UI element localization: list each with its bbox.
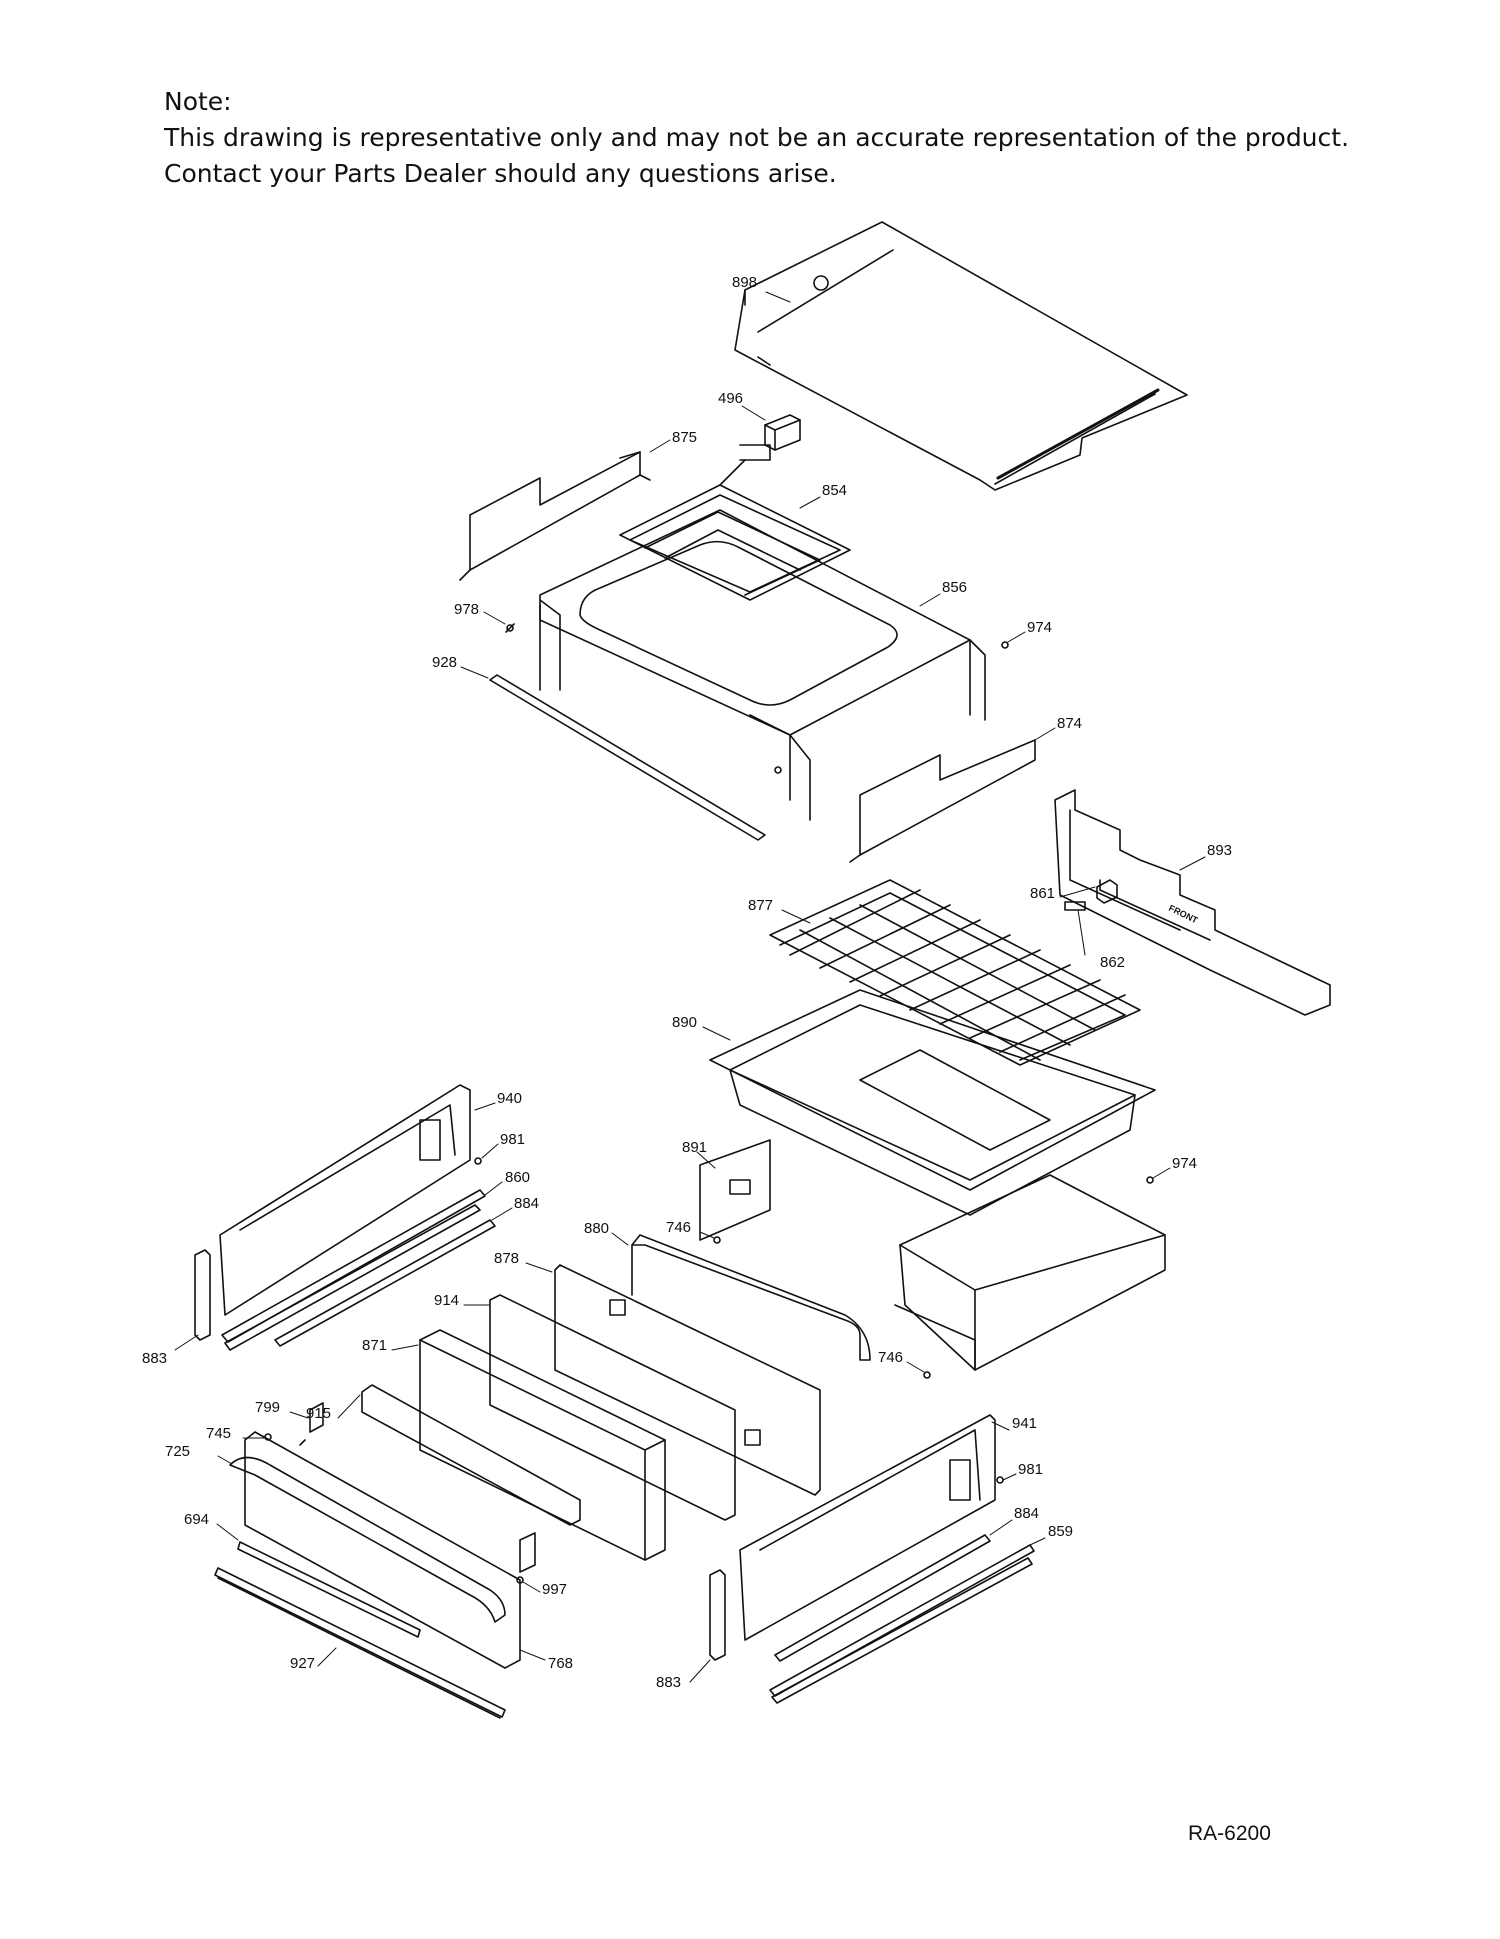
part-label-890: 890	[672, 1014, 697, 1031]
part-label-883-right: 883	[656, 1674, 681, 1691]
part-label-878: 878	[494, 1250, 519, 1267]
screw-746b-drawing	[923, 1371, 931, 1379]
right-side-panel-drawing	[739, 1414, 996, 1641]
part-label-871: 871	[362, 1337, 387, 1354]
part-label-875: 875	[672, 429, 697, 446]
disclaimer-note: Note: This drawing is representative onl…	[164, 84, 1414, 192]
part-label-746-right: 746	[878, 1349, 903, 1366]
part-label-746-top: 746	[666, 1219, 691, 1236]
screw-981b-drawing	[996, 1476, 1004, 1484]
rear-panel-drawing	[1054, 789, 1331, 1016]
part-label-915: 915	[306, 1405, 331, 1422]
part-label-874: 874	[1057, 715, 1082, 732]
part-label-859: 859	[1048, 1523, 1073, 1540]
insulation-panel-drawing	[489, 1294, 736, 1521]
part-label-860: 860	[505, 1169, 530, 1186]
drawer-front-drawing	[229, 1431, 521, 1669]
part-label-940: 940	[497, 1090, 522, 1107]
terminal-block-drawing	[739, 414, 801, 461]
hinge-bracket-drawing	[299, 1402, 324, 1446]
screw-978b-drawing	[774, 766, 782, 774]
screw-974a-drawing	[1001, 641, 1009, 649]
part-label-883-left: 883	[142, 1350, 167, 1367]
part-labels: 898 496 875 854 856 978 974 928 874 893 …	[142, 274, 1232, 1691]
drawer-bracket-drawing	[699, 1139, 771, 1241]
left-trim-drawing	[459, 451, 651, 581]
part-label-694: 694	[184, 1511, 209, 1528]
part-label-880: 880	[584, 1220, 609, 1237]
top-panel-drawing	[734, 221, 1188, 491]
screw-978-drawing	[505, 623, 515, 633]
part-label-877: 877	[748, 897, 773, 914]
broiler-pan-drawing	[709, 989, 1156, 1216]
drawer-liner-drawing	[894, 1174, 1166, 1371]
cavity-top-drawing	[539, 509, 986, 821]
part-label-898: 898	[732, 274, 757, 291]
right-rail-drawing	[774, 1534, 991, 1662]
part-label-981-top: 981	[500, 1131, 525, 1148]
right-slide-drawing	[769, 1544, 1035, 1704]
part-label-974-mid: 974	[1172, 1155, 1197, 1172]
part-label-856: 856	[942, 579, 967, 596]
part-label-799: 799	[255, 1399, 280, 1416]
drawer-back-bracket-drawing	[631, 1234, 871, 1361]
part-label-768: 768	[548, 1655, 573, 1672]
insulation-block-drawing	[419, 1329, 666, 1561]
part-label-884-left: 884	[514, 1195, 539, 1212]
left-side-panel-drawing	[219, 1084, 471, 1316]
screw-981a-drawing	[474, 1157, 482, 1165]
leader-lines	[174, 291, 1206, 1683]
note-line-2: Contact your Parts Dealer should any que…	[164, 159, 837, 188]
drawer-glide-drawing	[237, 1541, 421, 1638]
part-label-941: 941	[1012, 1415, 1037, 1432]
left-end-cap-drawing	[194, 1249, 211, 1341]
note-line-1: This drawing is representative only and …	[164, 123, 1350, 152]
part-label-893: 893	[1207, 842, 1232, 859]
part-label-862: 862	[1100, 954, 1125, 971]
part-label-981-bottom: 981	[1018, 1461, 1043, 1478]
screw-746a-drawing	[713, 1236, 721, 1244]
part-label-928: 928	[432, 654, 457, 671]
part-label-974-top: 974	[1027, 619, 1052, 636]
document-id: RA-6200	[1188, 1822, 1271, 1845]
left-rail-drawing	[274, 1219, 496, 1347]
right-trim-drawing	[849, 739, 1036, 863]
part-label-725: 725	[165, 1443, 190, 1460]
right-end-cap-drawing	[709, 1569, 726, 1661]
part-label-914: 914	[434, 1292, 459, 1309]
part-label-978: 978	[454, 601, 479, 618]
part-label-891: 891	[682, 1139, 707, 1156]
lower-slide-drawing	[214, 1567, 506, 1719]
part-label-496: 496	[718, 390, 743, 407]
drawer-trim-bar-drawing	[361, 1384, 581, 1526]
part-label-997: 997	[542, 1581, 567, 1598]
screw-974b-drawing	[1146, 1176, 1154, 1184]
part-label-745: 745	[206, 1425, 231, 1442]
vent-strip-drawing	[489, 674, 766, 841]
switch-bracket-drawing	[1064, 879, 1118, 911]
note-heading: Note:	[164, 87, 232, 116]
oven-rack-drawing	[769, 879, 1141, 1066]
drawer-panel-drawing	[554, 1264, 821, 1496]
part-label-854: 854	[822, 482, 847, 499]
left-slide-drawing	[221, 1189, 486, 1351]
part-label-927: 927	[290, 1655, 315, 1672]
broil-element-drawing	[619, 459, 851, 601]
part-label-861: 861	[1030, 885, 1055, 902]
screw-997-drawing	[516, 1576, 524, 1584]
part-label-884-right: 884	[1014, 1505, 1039, 1522]
lower-hinge-bracket-drawing	[519, 1532, 536, 1573]
